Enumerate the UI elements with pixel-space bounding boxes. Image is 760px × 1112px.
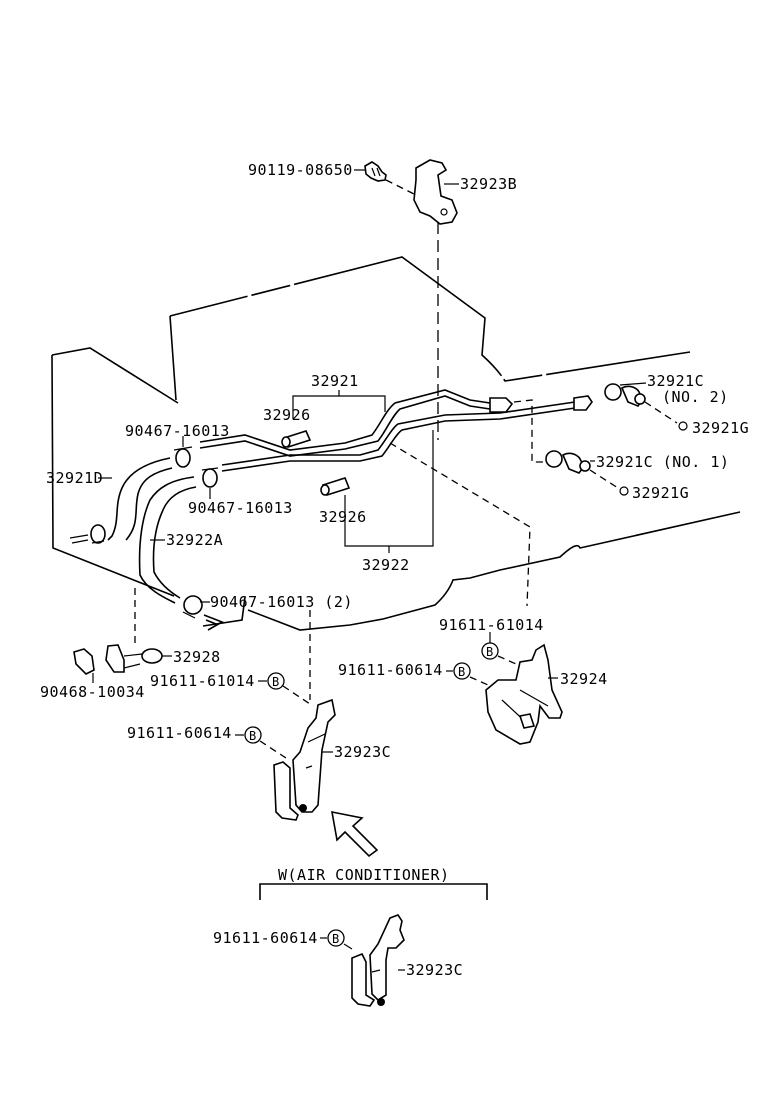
variant-header: W(AIR CONDITIONER) [278,866,450,884]
grommet-32926-upper [281,430,312,448]
clip-32928 [73,644,163,675]
leader-bolt-top [385,179,419,197]
leader-32922 [344,430,434,553]
union-32921c-no1 [545,450,591,474]
clamp-left-end [69,524,106,544]
svg-text:B: B [458,665,466,679]
callout-b-left-lower: B [244,726,262,744]
label-union-no2: 32921C [647,372,704,390]
label-hose-32922a: 32922A [166,531,223,549]
grommet-32926-lower [320,477,351,496]
leader-union-no1 [513,399,545,463]
label-clip-32928: 32928 [173,648,221,666]
clamp-middle [201,467,219,488]
label-32922: 32922 [362,556,410,574]
label-union-no2-note: (NO. 2) [662,388,729,406]
label-union-no1: 32921C (NO. 1) [596,453,729,471]
label-variant-bracket: 32923C [406,961,463,979]
clamp-upper [173,446,193,468]
label-32926-lower: 32926 [319,508,367,526]
label-hose-32921d: 32921D [46,469,103,487]
svg-text:B: B [332,932,340,946]
label-bracket-32923c: 32923C [334,743,391,761]
bracket-32923c-ac [351,914,405,1007]
union-32921c-no2 [604,383,646,407]
callout-b-right-lower: B [453,662,471,680]
label-variant-bolt: 91611-60614 [213,929,318,947]
oil-cooler-tube-lower [221,395,593,472]
label-gasket-no2: 32921G [692,419,749,437]
bracket-32924 [485,643,563,745]
callout-b-left-upper: B [267,672,285,690]
callout-b-variant: B [327,929,345,947]
label-bracket-32924: 32924 [560,670,608,688]
view-arrow-w [331,810,379,858]
svg-text:B: B [249,729,257,743]
bolt-90119-08650 [364,161,387,182]
leader-32921 [292,390,386,419]
svg-text:B: B [486,645,494,659]
variant-air-conditioner: W(AIR CONDITIONER) 32923C B 91611-60614 [213,866,488,1007]
bracket-32923b [413,159,458,225]
label-32921: 32921 [311,372,359,390]
gasket-32921g-upper [678,421,688,431]
oil-cooler-tube-upper [199,389,514,457]
label-gasket-no1: 32921G [632,484,689,502]
label-bolt-left-upper: 91611-61014 [150,672,255,690]
label-bolt-left-lower: 91611-60614 [127,724,232,742]
bracket-32923c [273,698,336,821]
clamp-lower [182,595,203,619]
label-clamp-lower: 90467-16013 (2) [210,593,353,611]
svg-text:B: B [272,675,280,689]
label-bracket-32923b: 32923B [460,175,517,193]
label-bolt-top: 90119-08650 [248,161,353,179]
gasket-32921g-lower [619,486,629,496]
callout-b-right-upper: B [481,642,499,660]
label-bolt-right-lower: 91611-60614 [338,661,443,679]
variant-bracket-line [259,883,488,900]
label-clamp-middle: 90467-16013 [188,499,293,517]
direction-chevron [203,614,224,631]
label-bolt-90468-10034: 90468-10034 [40,683,145,701]
label-bolt-right-upper: 91611-61014 [439,616,544,634]
label-clamp-upper: 90467-16013 [125,422,230,440]
label-32926-upper: 32926 [263,406,311,424]
hose-32921d [107,457,173,541]
hose-32922a [138,476,197,604]
